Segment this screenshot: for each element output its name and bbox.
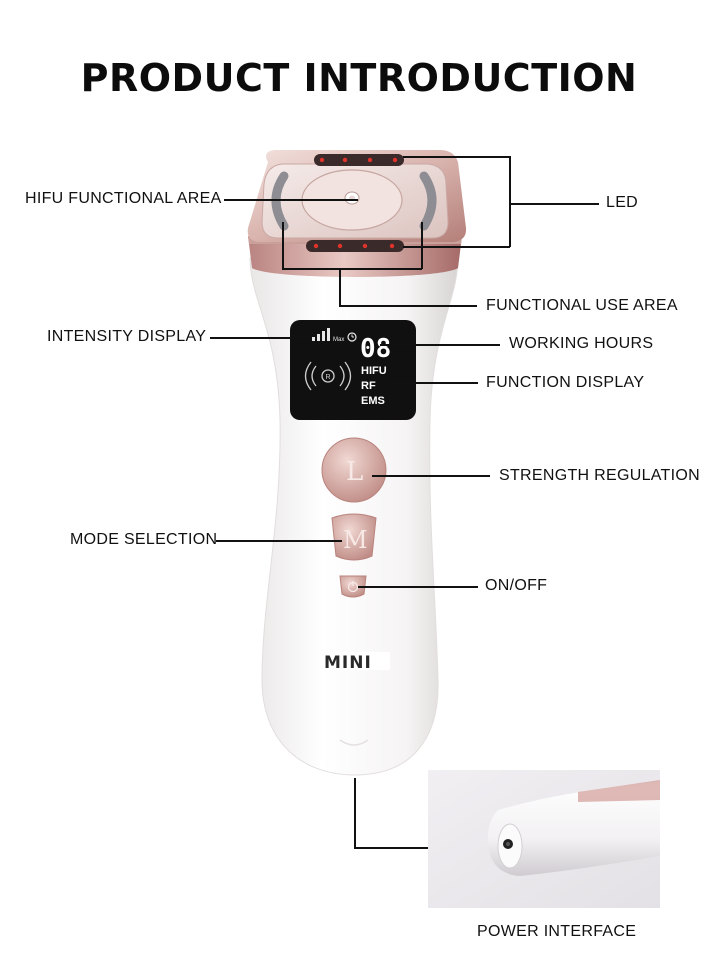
electrode-right: [419, 171, 437, 231]
lcd-screen: [290, 320, 416, 420]
mode-button[interactable]: M: [331, 513, 377, 561]
label-functional-use-area: FUNCTIONAL USE AREA: [486, 297, 678, 314]
label-working-hours: WORKING HOURS: [509, 335, 654, 352]
page-title: PRODUCT INTRODUCTION: [80, 56, 638, 100]
label-on-off: ON/OFF: [485, 577, 548, 594]
callout-line-strength: [372, 475, 490, 477]
strength-button[interactable]: L: [321, 437, 387, 503]
callout-line-led-bottom: [403, 246, 510, 248]
callout-line-onoff: [358, 586, 478, 588]
callout-line-power-vertical: [354, 778, 356, 848]
electrode-left: [271, 171, 289, 231]
power-button[interactable]: [339, 575, 367, 598]
max-label: Max: [333, 337, 344, 343]
led-strip-top: [314, 154, 404, 166]
callout-line-led-top: [403, 156, 510, 158]
mode-ems: EMS: [361, 395, 385, 407]
mode-rf: RF: [361, 380, 376, 392]
label-mode-selection: MODE SELECTION: [70, 531, 218, 548]
callout-line-mode: [216, 540, 342, 542]
strength-button-label: L: [346, 457, 363, 487]
time-digits: 08: [360, 334, 391, 364]
svg-text:R: R: [326, 374, 331, 381]
label-power-interface: POWER INTERFACE: [477, 923, 637, 940]
brand-logo: MINI: [322, 652, 390, 673]
callout-line-working-hours: [380, 344, 500, 346]
callout-line-power: [354, 847, 428, 849]
callout-line-functional-area-left: [282, 222, 284, 269]
mode-button-label: M: [343, 526, 368, 554]
callout-line-hifu: [224, 199, 358, 201]
power-interface-photo: [428, 770, 660, 908]
callout-line-led-vertical: [509, 156, 511, 247]
callout-line-functional-area-right: [421, 222, 423, 269]
label-strength-regulation: STRENGTH REGULATION: [499, 467, 700, 484]
callout-line-function-display: [388, 382, 478, 384]
callout-line-intensity: [210, 337, 310, 339]
label-hifu-area: HIFU FUNCTIONAL AREA: [25, 190, 222, 207]
callout-line-functional-area-h: [282, 268, 422, 270]
label-intensity-display: INTENSITY DISPLAY: [47, 328, 207, 345]
callout-line-led: [509, 203, 599, 205]
label-function-display: FUNCTION DISPLAY: [486, 374, 645, 391]
label-led: LED: [606, 194, 639, 211]
callout-line-functional-area: [339, 305, 477, 307]
led-strip-bottom: [306, 240, 404, 252]
mode-hifu: HIFU: [361, 365, 387, 377]
callout-line-functional-area-down: [339, 268, 341, 306]
brand-logo-text: MINI: [324, 653, 372, 673]
